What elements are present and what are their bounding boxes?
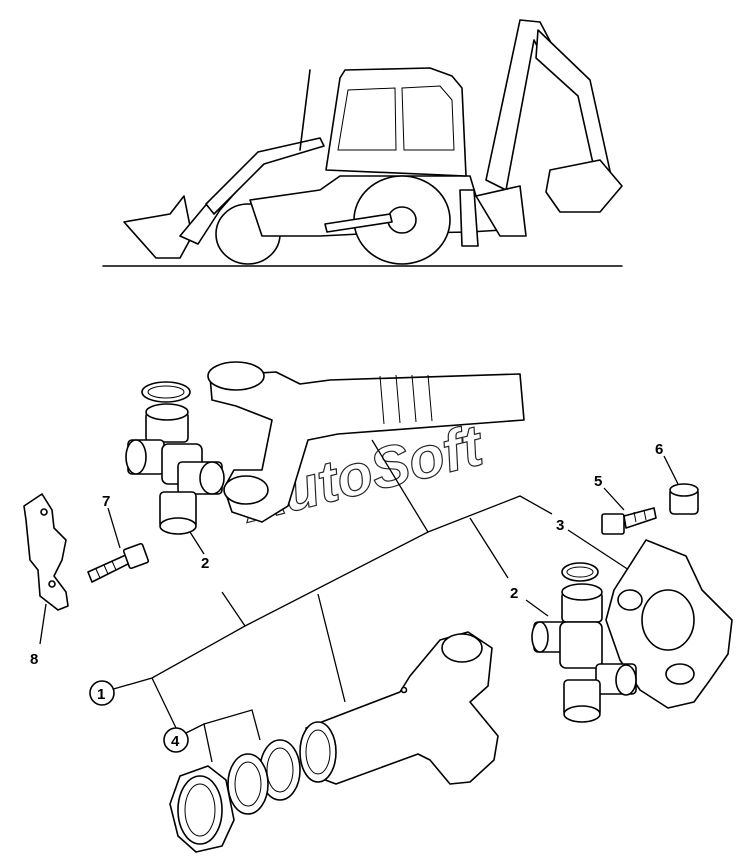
callout-8: 8 xyxy=(30,651,38,668)
backhoe-bucket xyxy=(545,159,623,213)
callout-2-right: 2 xyxy=(510,585,518,602)
callout-6: 6 xyxy=(655,441,663,458)
leader-2b xyxy=(525,599,549,617)
strap-clamp xyxy=(23,493,69,611)
leader-4b xyxy=(203,709,261,741)
backhoe-loader-illustration xyxy=(102,19,623,267)
seal-washers xyxy=(227,739,301,815)
universal-joint-top xyxy=(125,403,225,535)
leader-1-branch-b xyxy=(317,593,346,703)
universal-joint-right xyxy=(531,583,637,723)
leader-8 xyxy=(39,603,47,645)
bolt-7 xyxy=(87,542,150,583)
callouts: 1 4 2 2 3 5 6 7 8 xyxy=(30,441,663,753)
leader-1-branch-e xyxy=(151,677,178,731)
cab-window-front xyxy=(337,87,397,151)
leader-6 xyxy=(663,455,679,485)
leader-2a xyxy=(189,531,205,555)
callout-7: 7 xyxy=(102,493,110,510)
leader-1-branch-d xyxy=(469,517,509,579)
rear-frame xyxy=(475,185,527,237)
leader-5 xyxy=(603,487,625,511)
leader-7 xyxy=(107,507,121,549)
callout-circle-1 xyxy=(89,680,115,706)
mounting-flange xyxy=(605,539,733,709)
circlip-right xyxy=(561,562,599,582)
slip-yoke-splined xyxy=(207,361,525,523)
stabiliser-leg xyxy=(459,189,479,247)
nut-6 xyxy=(669,483,699,515)
leader-3 xyxy=(567,529,633,573)
circlip-top xyxy=(141,381,191,403)
tube-yoke xyxy=(299,631,499,785)
callout-1: 1 xyxy=(97,686,105,703)
callout-5: 5 xyxy=(594,473,602,490)
leader-1-branch-c xyxy=(371,439,429,533)
callout-2-top: 2 xyxy=(201,555,209,572)
bolt-5 xyxy=(601,507,657,535)
cab-window-side xyxy=(401,85,455,151)
loader-bucket xyxy=(123,195,193,259)
callout-4: 4 xyxy=(171,733,180,750)
loader-arm-upper xyxy=(205,137,325,215)
leader-1 xyxy=(109,495,553,691)
leader-1-branch-a xyxy=(221,591,246,627)
sleeve-nut xyxy=(169,765,235,853)
callout-3: 3 xyxy=(556,517,564,534)
callout-circle-4 xyxy=(163,727,189,753)
exhaust-stack xyxy=(299,69,311,151)
parts xyxy=(23,361,733,853)
drive-shaft-small xyxy=(324,213,393,233)
